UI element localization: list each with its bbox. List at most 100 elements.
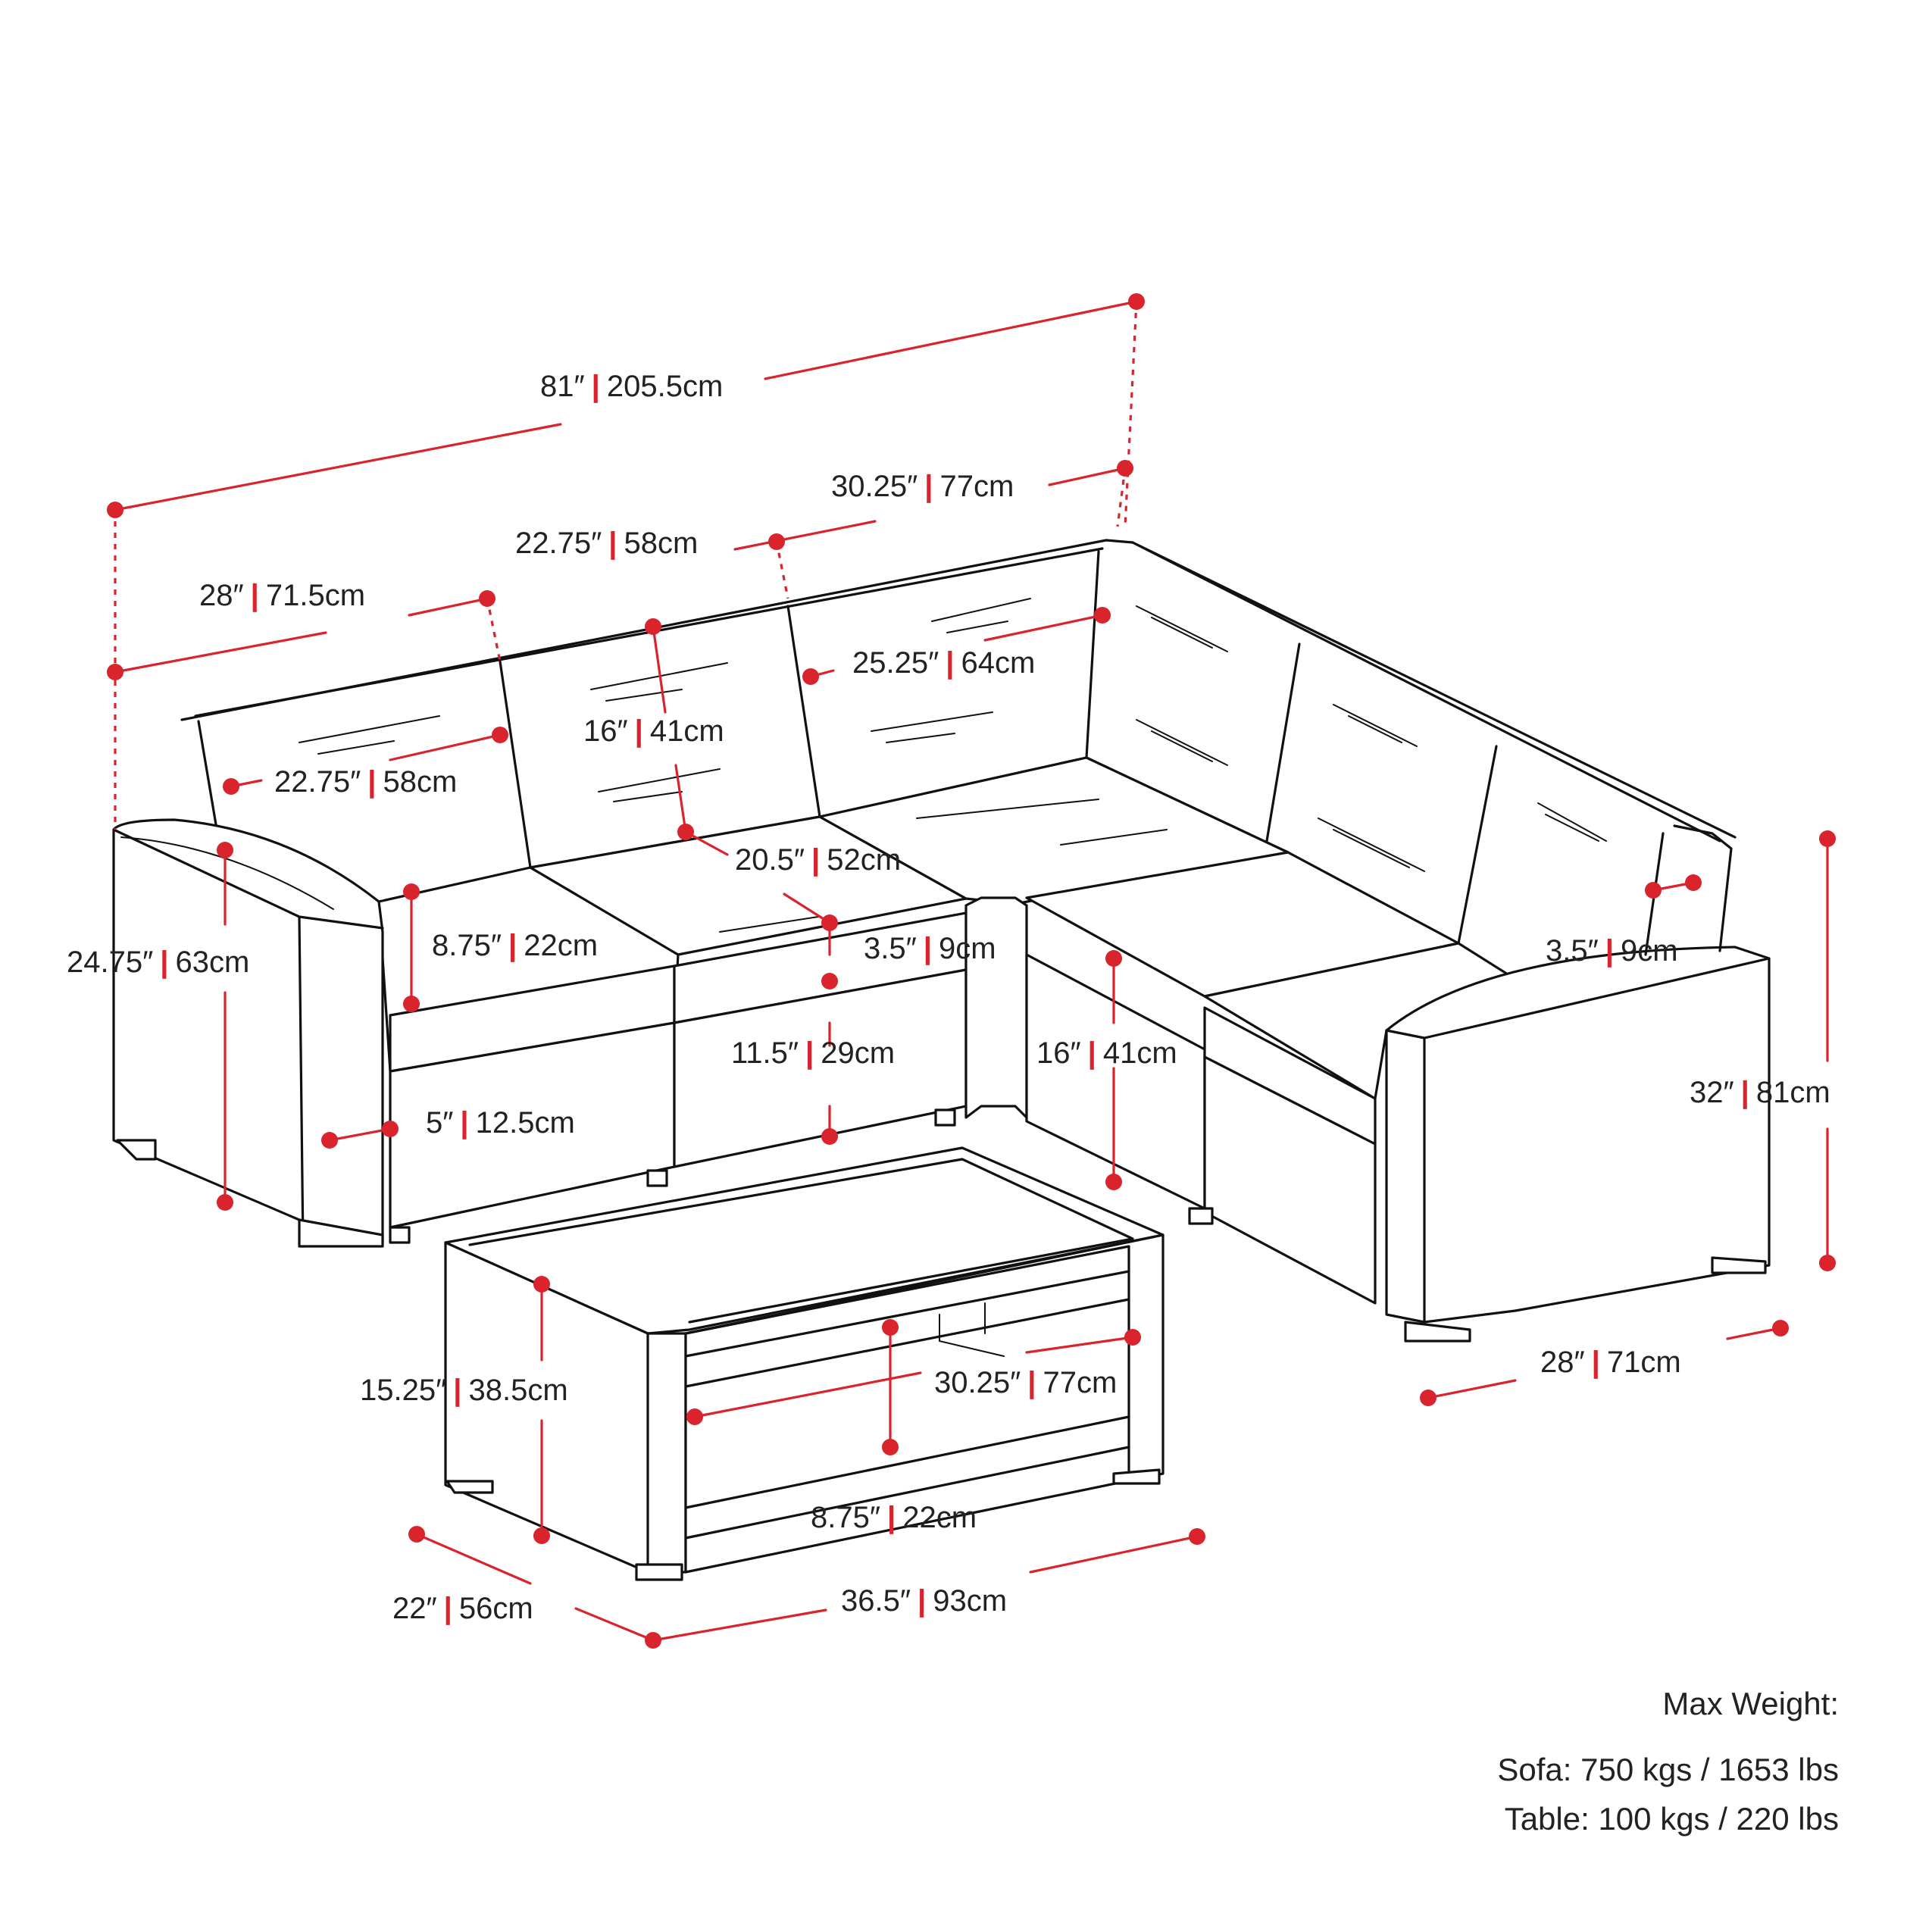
separator: | (1027, 1366, 1036, 1399)
endpoint-dot (107, 664, 123, 680)
metric-value: 22cm (902, 1501, 977, 1534)
metric-value: 9cm (938, 932, 996, 965)
max-weight-title: Max Weight: (1662, 1686, 1839, 1721)
label-back-cushion-height: 16″|41cm (583, 716, 724, 746)
endpoint-dot (1128, 293, 1145, 310)
metric-value: 205.5cm (606, 370, 724, 403)
metric-value: 38.5cm (468, 1374, 568, 1407)
endpoint-dot (1420, 1390, 1436, 1406)
endpoint-dot (1117, 460, 1133, 477)
metric-value: 41cm (1102, 1036, 1177, 1070)
endpoint-dot (768, 533, 785, 550)
imperial-value: 5″ (426, 1106, 454, 1140)
endpoint-dot (882, 1439, 899, 1455)
metric-value: 22cm (524, 929, 599, 962)
endpoint-dot (217, 1194, 233, 1211)
label-table-height: 15.25″|38.5cm (360, 1375, 568, 1405)
endpoint-dot (1645, 882, 1662, 899)
metric-value: 41cm (649, 714, 724, 748)
separator: | (918, 1584, 927, 1618)
imperial-value: 28″ (1540, 1346, 1585, 1379)
separator: | (805, 1036, 814, 1070)
endpoint-dot (321, 1132, 338, 1149)
metric-value: 12.5cm (475, 1106, 575, 1140)
label-arm-section-width: 28″|71.5cm (199, 580, 365, 611)
separator: | (1591, 1346, 1600, 1379)
endpoint-dot (1819, 1255, 1836, 1271)
separator: | (1605, 934, 1614, 968)
endpoint-dot (403, 883, 420, 900)
label-seat-depth: 20.5″|52cm (735, 845, 901, 875)
label-right-depth: 28″|71cm (1540, 1347, 1681, 1377)
separator: | (367, 765, 377, 799)
imperial-value: 22″ (392, 1592, 437, 1625)
separator: | (634, 714, 643, 748)
dimension-lines (114, 300, 1829, 1642)
separator: | (1087, 1036, 1096, 1070)
label-corner-gap: 3.5″|9cm (864, 933, 996, 964)
imperial-value: 3.5″ (1546, 934, 1599, 968)
imperial-value: 81″ (540, 370, 585, 403)
endpoint-dot (408, 1526, 425, 1543)
label-front-seat-height: 16″|41cm (1036, 1038, 1177, 1068)
imperial-value: 11.5″ (731, 1036, 799, 1070)
endpoint-dot (533, 1527, 550, 1544)
separator: | (453, 1374, 462, 1407)
separator: | (923, 932, 932, 965)
label-seat-width: 22.75″|58cm (274, 767, 457, 797)
endpoint-dot (1819, 830, 1836, 847)
endpoint-dot (645, 1632, 661, 1649)
label-arm-thickness: 3.5″|9cm (1546, 936, 1678, 966)
metric-value: 58cm (624, 527, 699, 560)
label-middle-width: 22.75″|58cm (515, 528, 698, 558)
imperial-value: 30.25″ (934, 1366, 1021, 1399)
metric-value: 77cm (939, 470, 1014, 503)
imperial-value: 8.75″ (432, 929, 502, 962)
metric-value: 64cm (961, 646, 1036, 680)
separator: | (811, 843, 821, 877)
imperial-value: 22.75″ (274, 765, 361, 799)
imperial-value: 22.75″ (515, 527, 602, 560)
imperial-value: 20.5″ (735, 843, 805, 877)
endpoint-dot (479, 590, 496, 607)
dimension-endpoints (107, 293, 1836, 1649)
label-overall-height: 32″|81cm (1690, 1077, 1830, 1108)
separator: | (1740, 1076, 1749, 1109)
imperial-value: 3.5″ (864, 932, 917, 965)
separator: | (608, 527, 617, 560)
label-table-width: 36.5″|93cm (841, 1586, 1007, 1616)
endpoint-dot (821, 914, 838, 931)
label-leg-height: 5″|12.5cm (426, 1108, 575, 1138)
metric-value: 93cm (933, 1584, 1008, 1618)
imperial-value: 16″ (583, 714, 628, 748)
separator: | (160, 946, 169, 979)
separator: | (508, 929, 517, 962)
endpoint-dot (645, 618, 661, 635)
endpoint-dot (403, 996, 420, 1012)
endpoint-dot (1105, 1174, 1122, 1190)
metric-value: 56cm (458, 1592, 533, 1625)
endpoint-dot (382, 1121, 399, 1137)
endpoint-dot (1124, 1329, 1141, 1346)
label-cushion-thickness: 8.75″|22cm (432, 930, 598, 961)
imperial-value: 36.5″ (841, 1584, 911, 1618)
separator: | (924, 470, 933, 503)
endpoint-dot (217, 842, 233, 858)
separator: | (460, 1106, 469, 1140)
label-arm-height: 24.75″|63cm (67, 947, 249, 977)
metric-value: 71.5cm (265, 579, 366, 612)
endpoint-dot (821, 1128, 838, 1145)
separator: | (443, 1592, 452, 1625)
separator: | (887, 1501, 896, 1534)
metric-value: 52cm (827, 843, 902, 877)
endpoint-dot (1685, 874, 1702, 891)
max-weight-table: Table: 100 kgs / 220 lbs (1504, 1801, 1839, 1837)
endpoint-dot (1772, 1320, 1789, 1336)
separator: | (946, 646, 955, 680)
max-weight-sofa: Sofa: 750 kgs / 1653 lbs (1497, 1752, 1839, 1787)
endpoint-dot (1189, 1528, 1205, 1545)
separator: | (591, 370, 600, 403)
imperial-value: 8.75″ (811, 1501, 881, 1534)
metric-value: 71cm (1606, 1346, 1681, 1379)
